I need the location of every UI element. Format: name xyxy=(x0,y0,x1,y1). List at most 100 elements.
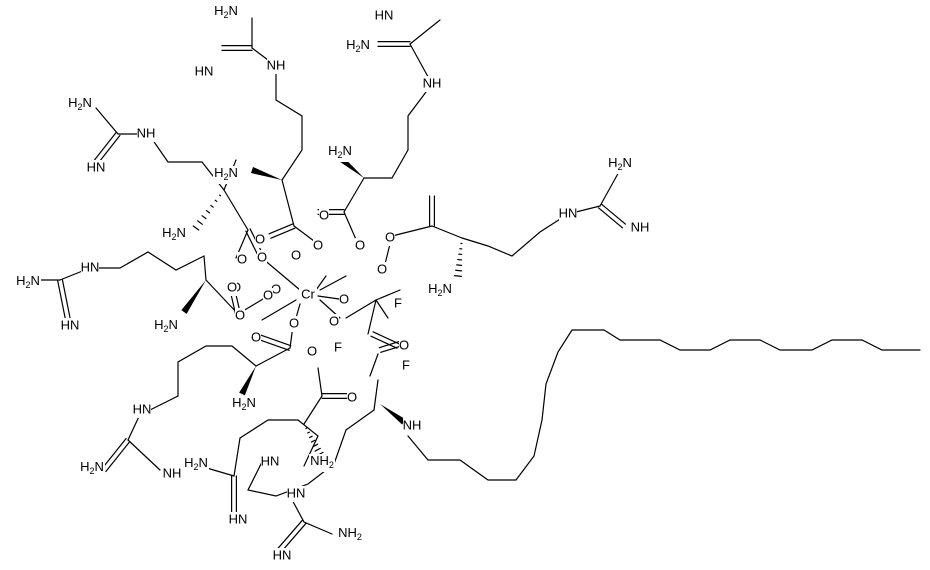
fluorine-atom: F xyxy=(394,295,402,310)
hash-bond xyxy=(307,431,311,434)
oxygen-atom: O xyxy=(255,231,265,246)
double-bond xyxy=(97,134,121,165)
alkylamine-nh-label: NH xyxy=(403,417,422,432)
oxygen-atom: O xyxy=(289,315,299,330)
guanidine-imine-label: HN xyxy=(87,159,106,174)
bond xyxy=(205,279,239,315)
label-background xyxy=(319,208,329,224)
bond-chain xyxy=(363,83,433,179)
label-background xyxy=(393,296,403,312)
hash-bond xyxy=(455,269,463,272)
label-background xyxy=(229,512,247,528)
label-background xyxy=(133,402,151,418)
guanidine-link-label: HN xyxy=(287,485,306,500)
oxygen-atom: O xyxy=(347,389,357,404)
label-background xyxy=(355,238,365,254)
guanidine-imine-label: NH xyxy=(631,219,650,234)
bond xyxy=(295,303,301,319)
oxygen-atom: O xyxy=(251,329,261,344)
label-background xyxy=(163,466,181,482)
label-background xyxy=(153,318,179,336)
bond xyxy=(127,439,161,471)
bond xyxy=(317,367,323,397)
guanidine-amino-label: H2N xyxy=(68,95,92,112)
label-background xyxy=(261,454,279,470)
alpha-amino-label: NH2 xyxy=(310,453,334,470)
label-background xyxy=(161,226,187,244)
double-bond xyxy=(105,440,131,473)
guanidine-link-label: HN xyxy=(261,453,280,468)
oxygen-atom: O xyxy=(399,337,409,352)
label-background xyxy=(607,156,633,174)
guanidine-amino-label: H2N xyxy=(80,459,104,476)
alpha-amino-label: H2N xyxy=(162,225,186,242)
fluorine-atom: F xyxy=(402,357,410,372)
oxygen-atom: O xyxy=(307,343,317,358)
bond-chain xyxy=(223,189,249,231)
label-background xyxy=(291,248,301,264)
label-background xyxy=(195,64,213,80)
bond xyxy=(303,395,323,425)
bond xyxy=(599,169,621,207)
guanidine-amino-label: NH2 xyxy=(338,525,362,542)
label-background xyxy=(227,280,237,296)
label-background xyxy=(309,454,335,472)
hash-bond xyxy=(197,220,203,225)
label-background xyxy=(87,160,105,176)
double-bond xyxy=(256,333,292,347)
bond xyxy=(367,299,377,335)
label-background xyxy=(61,318,79,334)
double-bond xyxy=(61,278,71,321)
bond xyxy=(255,347,291,367)
label-background xyxy=(337,526,363,544)
bond xyxy=(261,257,301,291)
label-background xyxy=(267,58,285,74)
guanidine-link-label: NH xyxy=(137,125,156,140)
label-background xyxy=(67,96,93,114)
label-background xyxy=(339,292,349,308)
hash-bond xyxy=(214,199,218,203)
bond-chain xyxy=(149,135,225,191)
alpha-amino-label: H2N xyxy=(428,281,452,298)
double-bond xyxy=(372,331,400,345)
bond-chain xyxy=(89,251,207,281)
hash-bond xyxy=(312,443,319,448)
wedge-bond xyxy=(380,404,406,425)
label-background xyxy=(137,126,155,142)
label-background xyxy=(299,287,317,303)
double-bond xyxy=(270,227,296,239)
guanidine-imine-label: HN xyxy=(229,511,248,526)
guanidine-link-label: HN xyxy=(559,205,578,220)
bond-chain xyxy=(289,495,333,535)
guanidine-imine-label: HN xyxy=(61,317,80,332)
label-background xyxy=(273,548,291,564)
guanidine-link-label: HN xyxy=(133,401,152,416)
guanidine-amino-label: H2N xyxy=(346,37,370,54)
guanidine-link-label: NH xyxy=(267,57,286,72)
guanidine-amino-label: H2N xyxy=(608,155,632,172)
hash-bond xyxy=(314,447,321,452)
label-background xyxy=(231,396,257,414)
bond xyxy=(345,299,377,319)
hash-bond xyxy=(310,439,316,443)
label-background xyxy=(401,358,411,374)
bond-chain xyxy=(247,409,375,497)
label-background xyxy=(257,250,267,266)
label-background xyxy=(403,418,421,434)
oxygen-atom: O xyxy=(377,261,387,276)
bond xyxy=(319,275,347,291)
bond xyxy=(369,353,379,377)
double-bond xyxy=(597,207,624,229)
label-background xyxy=(347,390,357,406)
guanidine-amino-label: H2N xyxy=(16,273,40,290)
oxygen-atom: O xyxy=(263,287,273,302)
oxygen-atom: O xyxy=(237,251,247,266)
alpha-amino-label: H2N xyxy=(154,317,178,334)
hash-bond xyxy=(192,225,200,231)
label-background xyxy=(385,230,395,246)
label-background xyxy=(559,206,577,222)
label-background xyxy=(79,460,105,478)
label-background xyxy=(251,330,261,346)
guanidine-link-label: HN xyxy=(81,259,100,274)
oxygen-atom: O xyxy=(313,237,323,252)
